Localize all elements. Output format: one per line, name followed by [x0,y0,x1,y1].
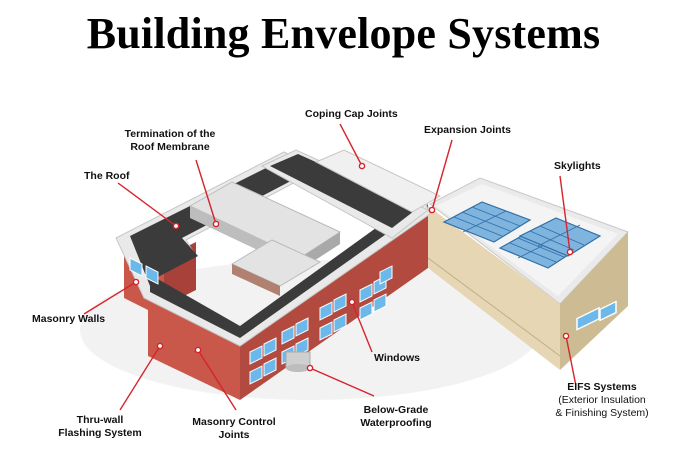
label-termination: Termination of the Roof Membrane [112,128,228,154]
label-termination-line1: Termination of the [124,128,216,140]
front-windows [129,257,393,385]
label-below-grade-line1: Below-Grade [363,404,429,416]
callout-line-below-grade [309,367,375,397]
label-windows: Windows [374,352,420,364]
window [263,357,277,377]
skylight-group-4 [518,217,602,257]
callout-line-coping [339,123,363,167]
callout-line-thru-wall [119,345,161,411]
label-masonry-control-line1: Masonry Control [192,416,276,428]
label-coping-cap-joints: Coping Cap Joints [305,108,398,120]
diagram-title: Building Envelope Systems [86,9,601,58]
eifs-base-line [427,257,561,357]
callout-line-windows [351,301,373,353]
label-below-grade-line2: Waterproofing [360,417,432,429]
skylight-group-1 [442,201,532,243]
label-thru-wall-line1: Thru-wall [76,414,124,426]
eifs-window [576,306,600,331]
callout-line-skylights [559,175,571,253]
window [373,293,387,313]
brick-main-front-wall [148,298,240,400]
label-below-grade: Below-Grade Waterproofing [346,404,446,430]
callout-line-eifs [565,335,577,387]
window [379,265,393,285]
label-masonry-control-line2: Joints [218,429,250,441]
callout-lines [83,123,577,411]
window [249,345,263,365]
eifs-front-wall [428,206,560,370]
label-the-roof: The Roof [84,170,130,182]
callout-line-expansion [431,139,453,211]
window [281,325,295,345]
window [319,321,333,341]
window [333,313,347,333]
window [145,265,159,285]
skylights [442,201,602,269]
label-thru-wall-line2: Flashing System [58,427,142,439]
callout-line-roof [117,182,177,227]
window [333,293,347,313]
label-eifs-sub2: & Finishing System) [555,407,649,419]
callout-dots [132,162,574,372]
coping-strip [314,149,442,213]
label-eifs-title: EIFS Systems [567,381,637,393]
window [359,301,373,321]
label-termination-line2: Roof Membrane [130,141,210,153]
label-expansion-joints: Expansion Joints [424,124,511,136]
label-thru-wall: Thru-wall Flashing System [46,414,154,440]
callout-line-termination [195,159,217,225]
window [263,337,277,357]
window [359,283,373,303]
label-eifs: EIFS Systems (Exterior Insulation & Fini… [544,381,660,420]
window [295,317,309,337]
window [319,301,333,321]
eifs-side-wall [560,232,628,370]
label-skylights: Skylights [554,160,601,172]
label-masonry-walls: Masonry Walls [32,313,106,325]
label-eifs-sub1: (Exterior Insulation [558,394,646,406]
window [249,365,263,385]
joint-roof-membrane [270,154,418,228]
eifs-window [599,300,617,322]
callout-line-masonry-walls [83,281,137,315]
eifs-windows [576,300,617,331]
callout-line-masonry-control [197,349,237,411]
window [129,257,143,277]
label-masonry-control: Masonry Control Joints [178,416,290,442]
